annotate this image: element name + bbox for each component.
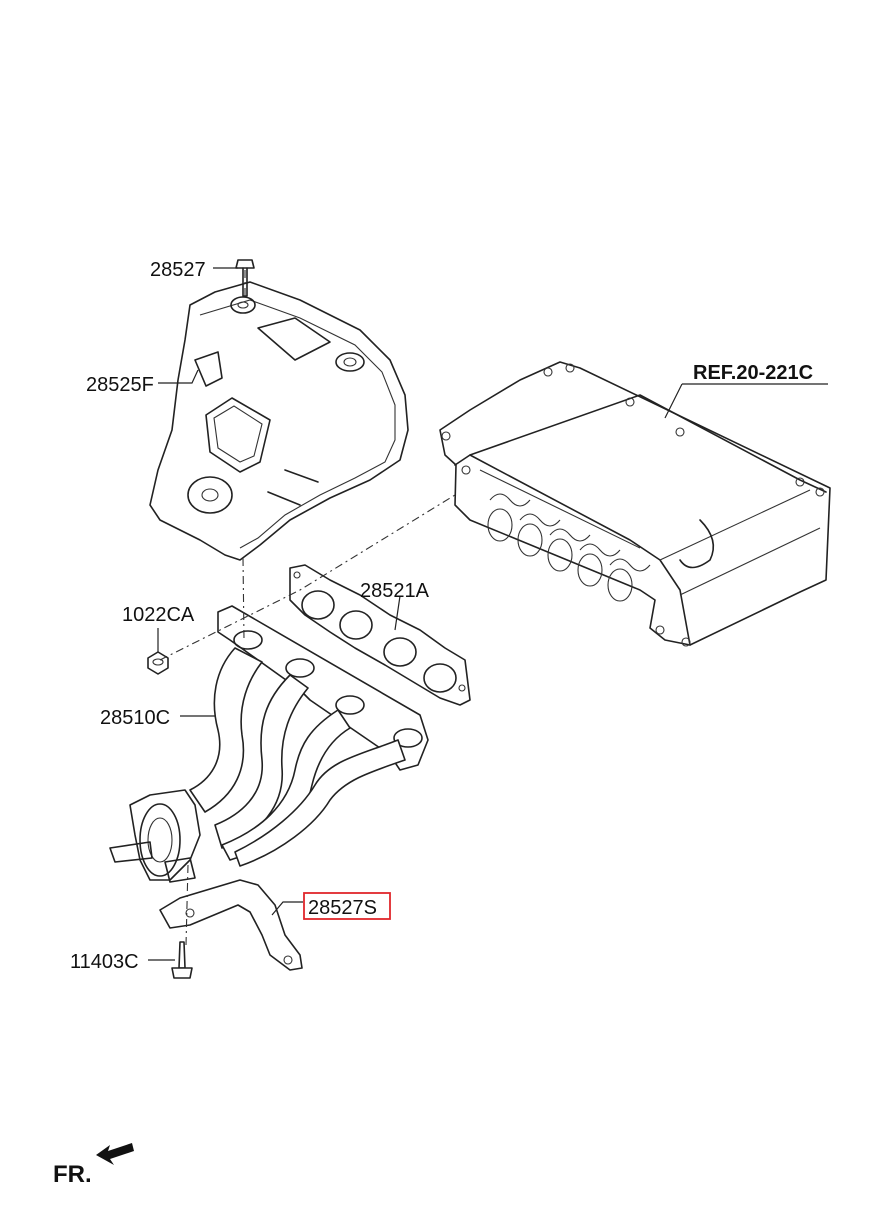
front-direction-indicator: FR. xyxy=(53,1143,134,1188)
highlight-box xyxy=(303,892,391,920)
front-label: FR. xyxy=(53,1161,92,1188)
cylinder-head-drawing xyxy=(439,361,831,647)
label-manifold: 28510C xyxy=(100,707,170,729)
alignment-lines xyxy=(159,270,456,946)
leader-lines xyxy=(148,267,828,961)
label-gasket: 28521A xyxy=(360,580,430,602)
gasket-drawing xyxy=(289,564,471,706)
label-bolt-top: 28527 xyxy=(150,259,206,281)
nut-drawing xyxy=(147,651,169,675)
label-reference: REF.20-221C xyxy=(693,362,813,384)
bottom-bolt-drawing xyxy=(171,941,193,979)
label-bracket: 28527S xyxy=(308,897,377,919)
heat-protector-drawing xyxy=(149,281,409,561)
label-nut: 1022CA xyxy=(122,604,195,626)
bracket-drawing xyxy=(159,879,303,971)
exhaust-manifold-drawing xyxy=(109,605,429,883)
front-arrow-icon xyxy=(96,1143,134,1165)
label-heat-protector: 28525F xyxy=(86,374,154,396)
label-bolt-bottom: 11403C xyxy=(70,951,139,973)
